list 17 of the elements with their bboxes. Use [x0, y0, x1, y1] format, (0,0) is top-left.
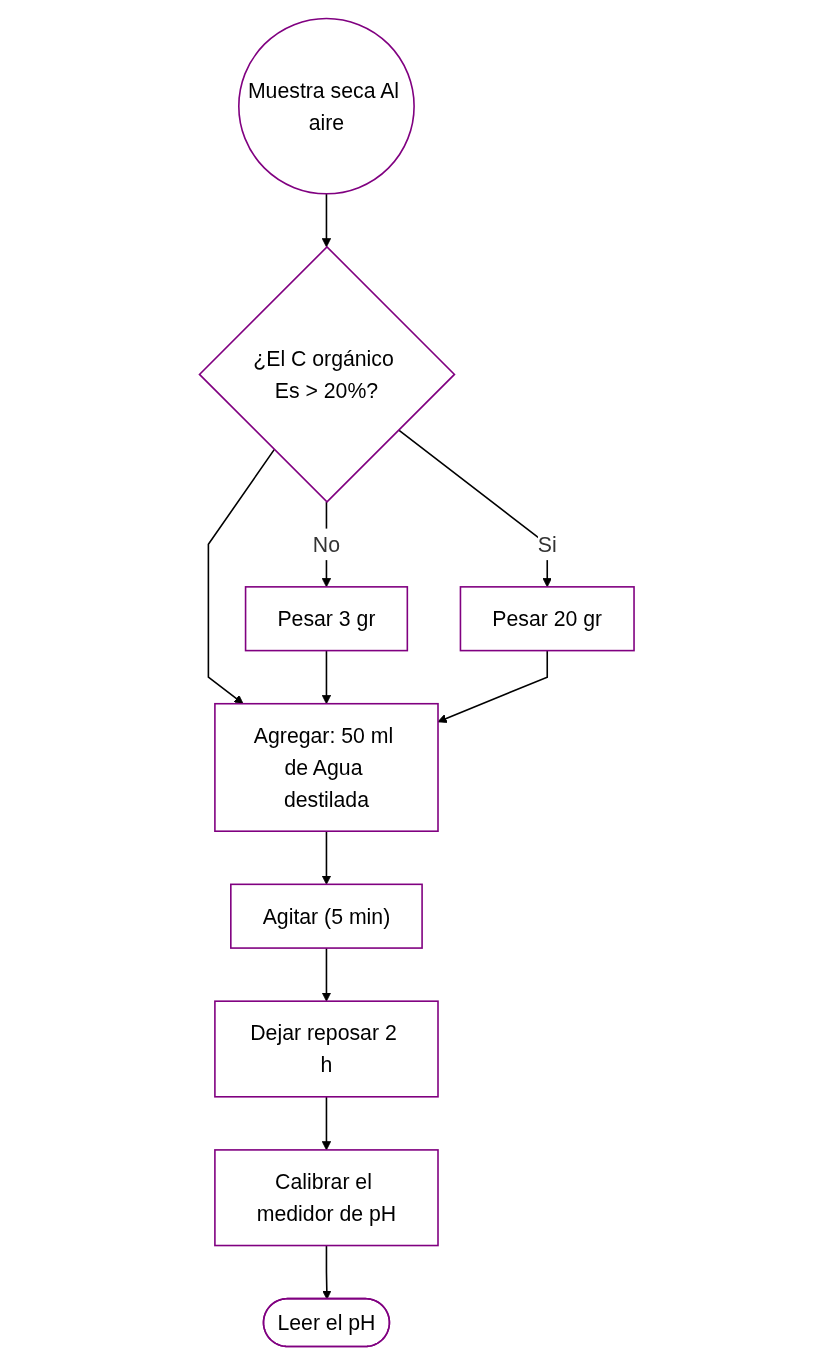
arrow	[322, 193, 332, 248]
arrow	[322, 947, 332, 1002]
node-diamond: ¿El C orgánico Es > 20%?	[198, 245, 456, 503]
node-box: Pesar 20 gr	[459, 586, 636, 652]
arrow	[322, 1244, 332, 1300]
arrow	[322, 649, 332, 705]
node-box: Agitar (5 min)	[230, 883, 424, 949]
edge-label: Si	[538, 532, 557, 557]
arrow	[322, 830, 332, 885]
arrow	[322, 1096, 332, 1151]
arrow	[207, 448, 276, 705]
node-box: Calibrar el medidor de pH	[214, 1149, 440, 1247]
edge-label: No	[313, 532, 341, 557]
node-box: Agregar: 50 ml de Agua destilada	[214, 702, 440, 832]
node-box: Dejar reposar 2 h	[214, 1000, 440, 1098]
node-circle: Muestra seca Al aire	[238, 17, 416, 195]
node-box: Pesar 3 gr	[245, 586, 409, 652]
